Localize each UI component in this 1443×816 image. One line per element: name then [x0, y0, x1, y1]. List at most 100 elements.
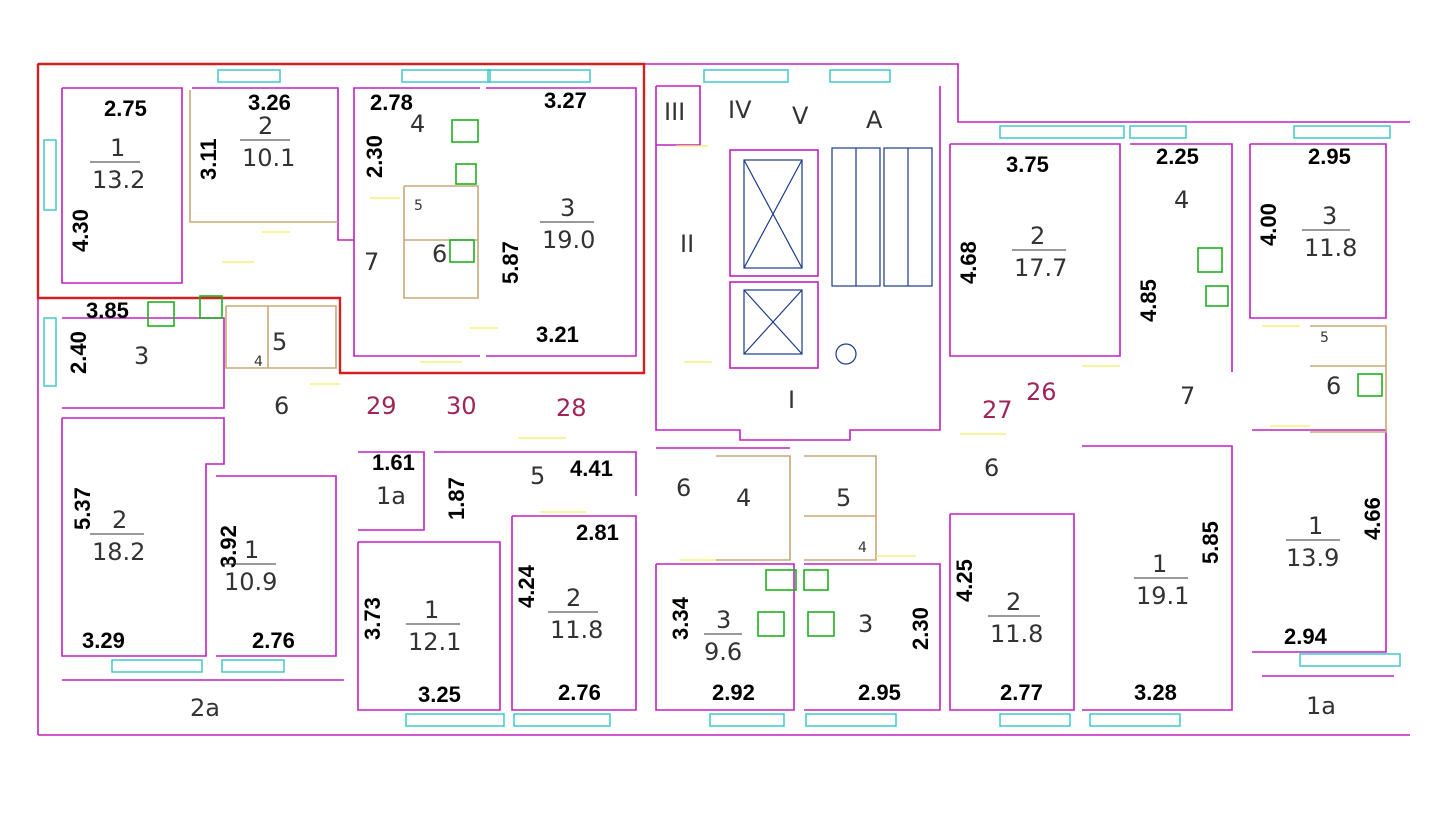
corridor-28-label: 28 — [556, 394, 587, 422]
corridor-30-label: 30 — [446, 392, 477, 420]
dim-187: 1.87 — [444, 477, 469, 520]
h-room-1-number: 1 — [1308, 512, 1323, 540]
dim-230b: 2.30 — [908, 607, 933, 650]
dim-328: 3.28 — [1134, 680, 1177, 705]
b-room-6-label: 6 — [274, 392, 289, 420]
b-room-3-label: 3 — [134, 342, 149, 370]
corridor-26-label: 26 — [1026, 378, 1057, 406]
dim-373: 3.73 — [360, 597, 385, 640]
dim-587: 5.87 — [498, 241, 523, 284]
room-walls — [61, 85, 1394, 711]
dim-424: 4.24 — [514, 564, 539, 608]
windows — [43, 69, 1401, 727]
e-room-3-area: 3 9.6 — [704, 606, 742, 666]
room-3-number: 3 — [560, 194, 575, 222]
d-room-2-area: 2 11.8 — [548, 584, 603, 644]
g-room-4-label: 4 — [1174, 186, 1189, 214]
dim-430: 4.30 — [68, 209, 93, 252]
d-room-2-number: 2 — [566, 584, 581, 612]
dim-327: 3.27 — [544, 88, 587, 113]
c-room-1-size: 10.9 — [224, 568, 277, 596]
h-room-1-size: 13.9 — [1286, 544, 1339, 572]
dim-466: 4.66 — [1360, 497, 1385, 540]
h-room-3-area: 3 11.8 — [1302, 202, 1357, 262]
room-6-label: 6 — [432, 240, 447, 268]
dim-385: 3.85 — [86, 298, 129, 323]
dim-425: 4.25 — [952, 559, 977, 602]
room-3-size: 19.0 — [542, 226, 595, 254]
dim-326: 3.26 — [248, 90, 291, 115]
f-room-2-size: 11.8 — [990, 620, 1043, 648]
dim-485: 4.85 — [1136, 279, 1161, 322]
room-1-size: 13.2 — [92, 166, 145, 194]
dim-225: 2.25 — [1156, 144, 1199, 169]
dim-585: 5.85 — [1198, 521, 1223, 564]
e-room-3-size: 9.6 — [704, 638, 742, 666]
dim-295a: 2.95 — [858, 680, 901, 705]
room-5-label: 5 — [414, 198, 423, 214]
c-room-2-size: 18.2 — [92, 538, 145, 566]
dim-321: 3.21 — [536, 322, 579, 347]
dim-281: 2.81 — [576, 520, 619, 545]
dim-311: 3.11 — [196, 138, 221, 180]
dim-276b: 2.76 — [558, 680, 601, 705]
staircase — [831, 147, 933, 287]
h-room-3-size: 11.8 — [1304, 234, 1357, 262]
c-room-1-number: 1 — [244, 536, 259, 564]
f-room-1-size: 19.1 — [1136, 582, 1189, 610]
core-A-label: A — [866, 106, 883, 134]
g-room-7-label: 7 — [1180, 382, 1195, 410]
dim-294: 2.94 — [1284, 624, 1328, 649]
fixtures — [147, 119, 1383, 637]
h-room-3-number: 3 — [1322, 202, 1337, 230]
partitions — [189, 90, 1387, 561]
d-room-1-size: 12.1 — [408, 628, 461, 656]
c-room-2a-label: 2a — [190, 694, 220, 722]
f-room-2-area: 2 11.8 — [988, 588, 1043, 648]
e-room-3b-label: 3 — [858, 610, 873, 638]
highlighted-apartment-outline — [36, 62, 646, 375]
dim-161: 1.61 — [372, 450, 415, 475]
room-1-number: 1 — [110, 134, 125, 162]
dim-278: 2.78 — [370, 90, 413, 115]
doors — [222, 145, 1310, 561]
g-room-2-number: 2 — [1030, 222, 1045, 250]
d-room-5-label: 5 — [530, 462, 545, 490]
room-4-label: 4 — [410, 110, 425, 138]
h-room-1a-label: 1a — [1306, 692, 1336, 720]
dim-334: 3.34 — [668, 596, 693, 640]
e-room-4b-label: 4 — [858, 540, 867, 556]
f-room-1-number: 1 — [1152, 550, 1167, 578]
g-room-2-area: 2 17.7 — [1012, 222, 1067, 282]
dim-325: 3.25 — [418, 682, 461, 707]
core — [729, 147, 933, 369]
b-room-4-label: 4 — [254, 354, 263, 370]
c-room-2-area: 2 18.2 — [90, 506, 145, 566]
dim-375: 3.75 — [1006, 152, 1049, 177]
h-room-5-label: 5 — [1320, 330, 1329, 346]
dim-275: 2.75 — [104, 96, 147, 121]
dim-468: 4.68 — [956, 241, 981, 284]
e-room-4-label: 4 — [736, 484, 751, 512]
h-room-6-label: 6 — [1326, 372, 1341, 400]
d-room-2-size: 11.8 — [550, 616, 603, 644]
g-room-2-size: 17.7 — [1014, 254, 1067, 282]
dim-292: 2.92 — [712, 680, 755, 705]
room-1-area: 1 13.2 — [90, 134, 145, 194]
d-room-1a-label: 1a — [376, 482, 406, 510]
f-room-2-number: 2 — [1006, 588, 1021, 616]
dim-400: 4.00 — [1256, 203, 1281, 246]
dim-277: 2.77 — [1000, 680, 1043, 705]
b-room-5-label: 5 — [272, 328, 287, 356]
core-II-label: II — [680, 230, 694, 258]
room-2-number: 2 — [258, 112, 273, 140]
d-room-1-number: 1 — [424, 596, 439, 624]
c-room-2-number: 2 — [112, 506, 127, 534]
dim-295b: 2.95 — [1308, 144, 1351, 169]
core-V-label: V — [792, 102, 809, 130]
corridor-29-label: 29 — [366, 392, 397, 420]
dim-240: 2.40 — [66, 331, 91, 374]
dim-276a: 2.76 — [252, 628, 295, 653]
dim-392: 3.92 — [216, 525, 241, 568]
